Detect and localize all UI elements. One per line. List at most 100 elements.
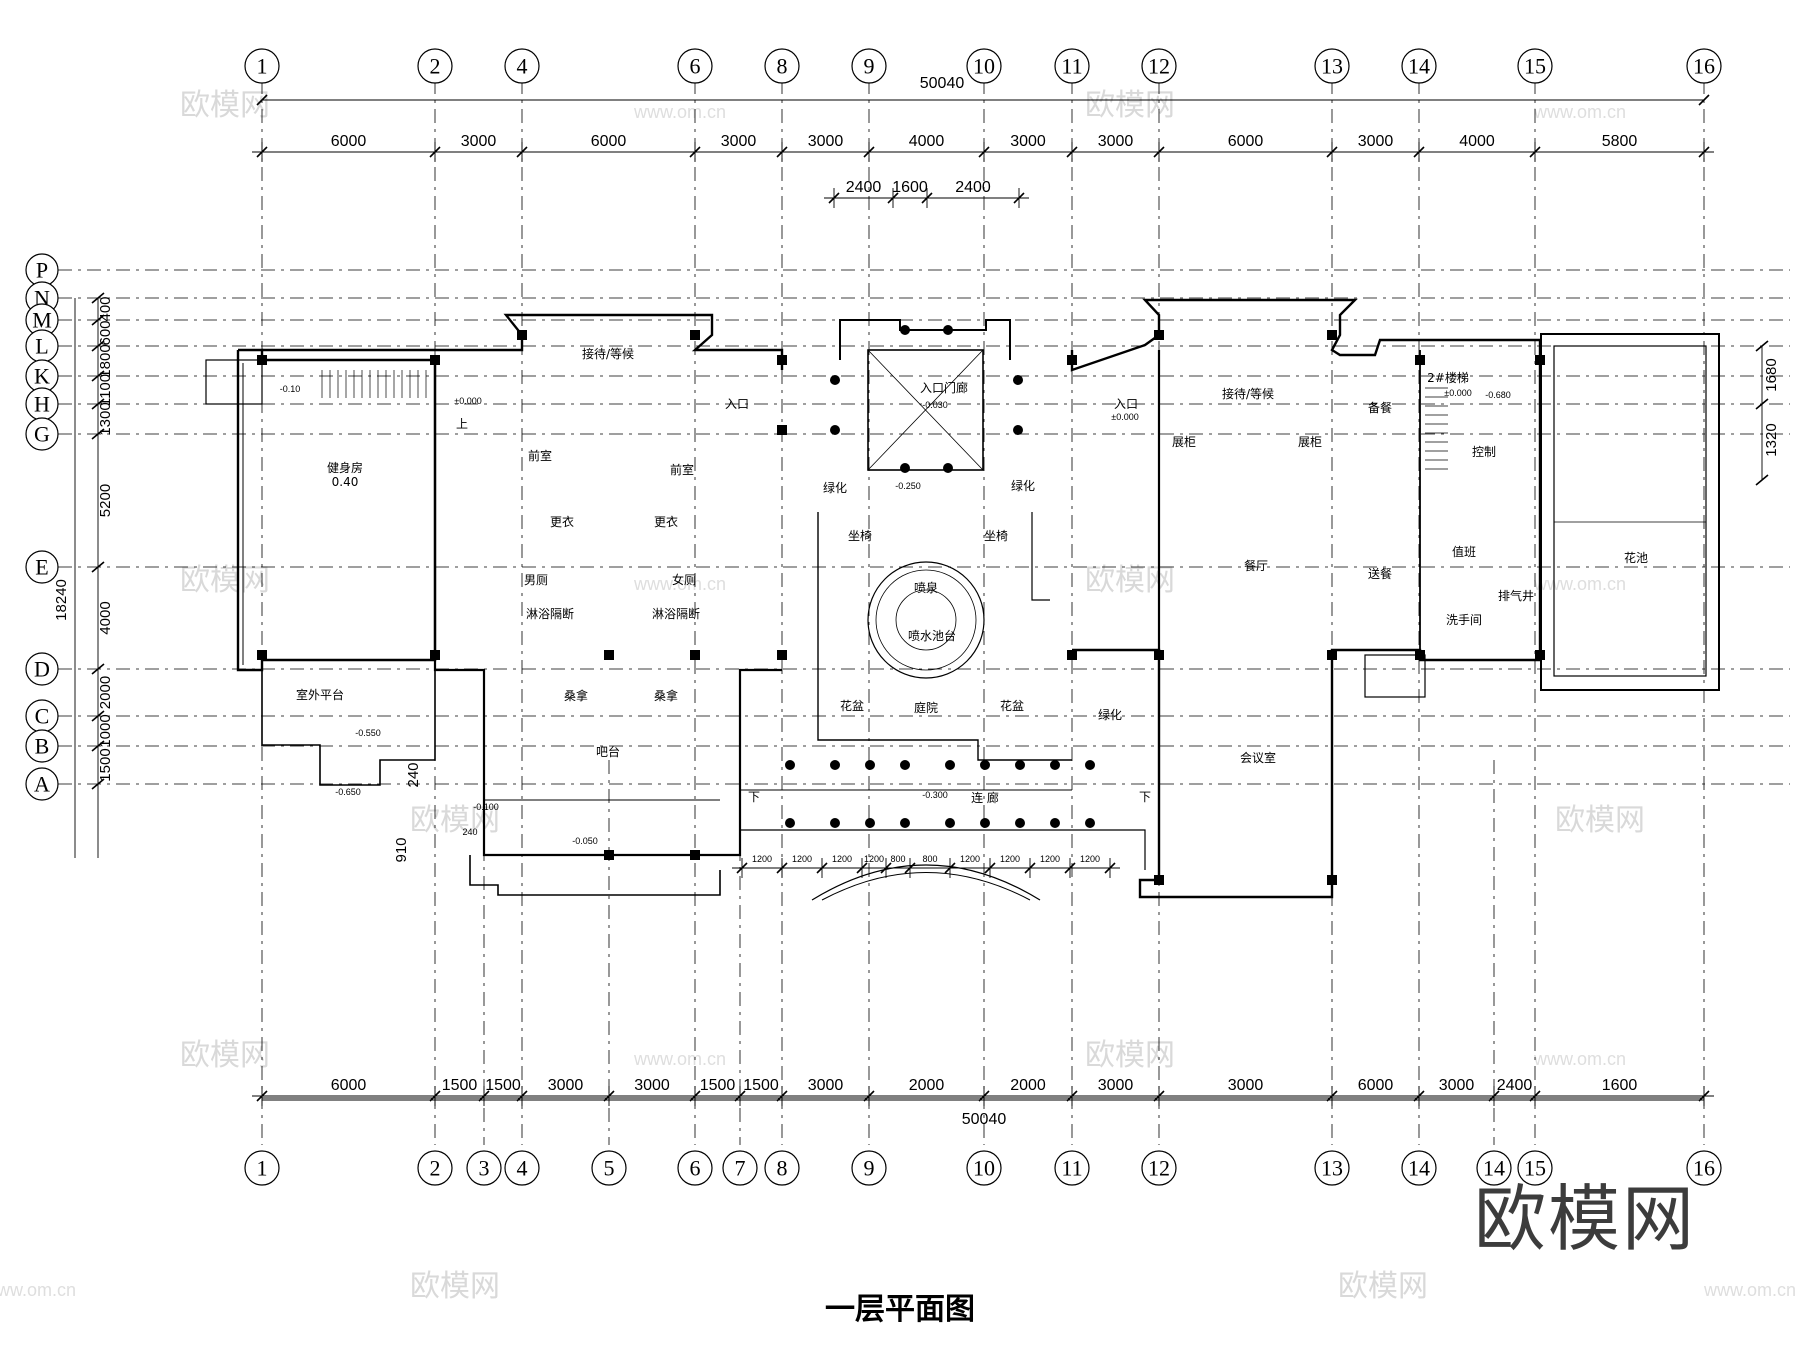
porch-cross (867, 349, 984, 471)
dimension-text-right: 1680 (1763, 358, 1780, 391)
level-mark: -0.300 (922, 790, 948, 800)
dimension-text: 800 (922, 854, 937, 864)
axis-label-bottom: 8 (777, 1156, 788, 1181)
axis-label-top: 12 (1148, 54, 1170, 79)
room-label-seat-a: 坐椅 (848, 529, 872, 543)
outdoor-stair (205, 359, 263, 405)
axis-bubble-row (25, 550, 59, 584)
watermark-url: www.om.cn (633, 1049, 726, 1069)
axis-bubble-top (1401, 48, 1437, 84)
axis-bubble-top (1517, 48, 1553, 84)
east-wing-wall (1070, 298, 1542, 899)
axis-bubble-bottom (591, 1150, 627, 1186)
dimension-total-left: 18240 (53, 579, 70, 621)
dimension-text-vertical: 1500 (97, 748, 114, 781)
dimension-slash (256, 94, 268, 106)
terrace-edge (261, 660, 436, 786)
dimension-text: 2000 (909, 1077, 945, 1094)
axis-label-top: 1 (257, 54, 268, 79)
axis-label-top: 15 (1524, 54, 1546, 79)
axis-label-bottom: 3 (479, 1156, 490, 1181)
column-square (257, 355, 267, 365)
bridge-arc (821, 872, 1031, 901)
dimension-text-vertical: 1800 (97, 344, 114, 377)
dimension-text: 3000 (1358, 133, 1394, 150)
dimension-slash (984, 862, 996, 874)
room-label-greenery-a: 绿化 (823, 480, 847, 495)
column-square (690, 330, 700, 340)
axis-bubble-bottom (1686, 1150, 1722, 1186)
watermark-url: www.om.cn (0, 1280, 76, 1300)
bridge-arc (811, 864, 1041, 901)
axis-bubble-top (1141, 48, 1177, 84)
column-square (430, 650, 440, 660)
column-square (1415, 355, 1425, 365)
dimension-text: 3000 (1439, 1077, 1475, 1094)
fountain-ring-outer (867, 561, 985, 679)
column-round (830, 818, 840, 828)
dimension-slash (1529, 1090, 1541, 1102)
dimension-slash (91, 340, 105, 352)
dimension-text: 5800 (1602, 133, 1638, 150)
dimension-text: 3000 (808, 1077, 844, 1094)
column-round (945, 760, 955, 770)
dimension-text: 6000 (331, 133, 367, 150)
axis-bubble-top (1054, 48, 1090, 84)
dimension-slash (978, 1090, 990, 1102)
dimension-text-vertical: 1300 (97, 402, 114, 435)
room-label-entrance-porch: 入口门廊 (920, 380, 968, 395)
room-label-greenery-b: 绿化 (1011, 478, 1035, 493)
dimension-slash (1698, 1090, 1710, 1102)
room-label-washroom: 洗手间 (1446, 613, 1482, 627)
column-round (865, 818, 875, 828)
watermark-url: www.om.cn (633, 102, 726, 122)
steps-east (1364, 654, 1426, 698)
column-round (980, 818, 990, 828)
fountain-ring-inner (895, 589, 957, 651)
room-label-planter-b: 花盆 (1000, 698, 1024, 713)
dimension-text: 1200 (1040, 854, 1060, 864)
room-label-reception-wait-left: 接待/等候 (582, 346, 634, 361)
courtyard-edge-r (1031, 512, 1050, 601)
dimension-slash (1066, 146, 1078, 158)
watermark-url: www.om.cn (633, 574, 726, 594)
dimension-text-vertical: 1000 (97, 714, 114, 747)
room-label-entrance-right: 入口 (1114, 397, 1138, 411)
watermark-text: 欧模网 (180, 1038, 270, 1073)
dimension-text: 3000 (1098, 133, 1134, 150)
dimension-slash (1326, 146, 1338, 158)
dimension-text: 1500 (700, 1077, 736, 1094)
axis-bubble-bottom (1141, 1150, 1177, 1186)
dimension-slash (1488, 1090, 1500, 1102)
axis-label-row: E (35, 555, 48, 580)
axis-label-top: 6 (690, 54, 701, 79)
dimension-slash (1024, 862, 1036, 874)
room-label-up: 上 (456, 417, 468, 431)
dimension-slash (91, 778, 105, 790)
courtyard-edge (817, 512, 1072, 761)
south-terrace (469, 855, 721, 896)
columns (257, 325, 1545, 885)
dimension-text: 1200 (832, 854, 852, 864)
dimension-text-vertical: 5200 (97, 484, 114, 517)
axis-bubble-top (1314, 48, 1350, 84)
dimension-slash (516, 1090, 528, 1102)
axis-label-row: A (34, 772, 50, 797)
watermark-text: 欧模网 (180, 88, 270, 123)
column-round (830, 760, 840, 770)
porch-inner (867, 349, 984, 471)
dimension-text: 3000 (808, 133, 844, 150)
watermark-text: 欧模网 (180, 563, 270, 598)
axis-label-top: 4 (517, 54, 528, 79)
column-round (945, 818, 955, 828)
dimension-slash (736, 862, 748, 874)
axis-bubble-bottom (1314, 1150, 1350, 1186)
column-square (1154, 650, 1164, 660)
axis-bubble-top (417, 48, 453, 84)
axis-bubble-top (244, 48, 280, 84)
dimension-slash (1698, 94, 1710, 106)
level-mark: -0.030 (922, 400, 948, 410)
axis-label-bottom: 14 (1483, 1156, 1505, 1181)
axis-label-top: 8 (777, 54, 788, 79)
dimension-slash (91, 428, 105, 440)
